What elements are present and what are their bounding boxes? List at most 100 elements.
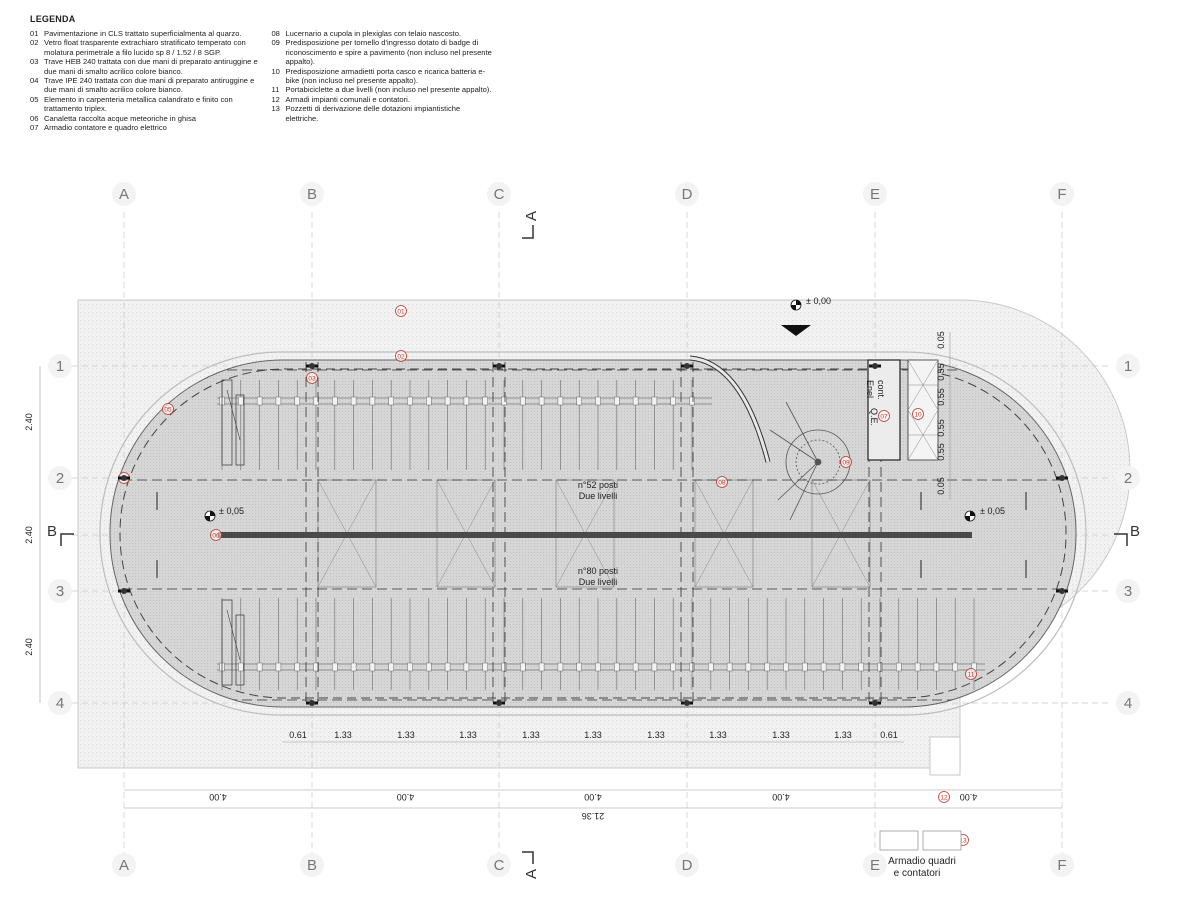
- steel-column: [493, 700, 505, 706]
- section-marker-a-top: A: [522, 211, 540, 239]
- svg-text:A: A: [523, 211, 540, 221]
- legend-item-text: Armadio contatore e quadro elettrico: [44, 123, 167, 133]
- reference-tag: 09: [840, 456, 852, 468]
- bike-icon: [221, 379, 245, 466]
- steel-column: [1056, 588, 1068, 594]
- legend-item: 08 Lucernario a cupola in plexiglas con t…: [271, 29, 500, 38]
- roof-edge: [119, 368, 1067, 699]
- dim-bay-width: 1.33: [647, 730, 665, 740]
- reference-tag-number: 08: [718, 479, 726, 486]
- reference-tag: 01: [395, 305, 407, 317]
- reference-tag-number: 11: [968, 671, 975, 678]
- grid-column-label-bottom: A: [119, 857, 129, 874]
- dim-cabinet: 0.55: [936, 443, 946, 461]
- level-right-label: ± 0,05: [980, 506, 1005, 516]
- legend-item-text: Elemento in carpenteria metallica caland…: [44, 94, 233, 114]
- steel-column: [681, 363, 693, 369]
- electrical-cabinet: cont. Enel Q.E.: [865, 359, 939, 461]
- cabinet-caption-line2: e contatori: [894, 868, 941, 879]
- steel-column: [306, 363, 318, 369]
- legend-item: 09 Predisposizione per tornello d'ingress…: [271, 38, 500, 66]
- level-marker-top: ± 0,00: [790, 296, 831, 311]
- reference-tag-number: 05: [164, 406, 172, 413]
- legend-item-text: Pozzetti di derivazione delle dotazioni …: [285, 104, 461, 123]
- reference-tag: 08: [716, 476, 728, 488]
- dim-cabinet: 0.55: [936, 363, 946, 381]
- steel-column: [869, 363, 881, 369]
- gutter: [218, 532, 972, 538]
- legend-item: 03 Trave HEB 240 trattata con due mani di…: [30, 57, 271, 76]
- reference-tag-number: 01: [397, 308, 405, 315]
- svg-text:B: B: [47, 523, 57, 540]
- legend-item-number: 08: [271, 29, 280, 38]
- grid-column-label-top: C: [494, 186, 505, 203]
- steel-column: [118, 588, 130, 594]
- legend-item-number: 06: [30, 113, 39, 123]
- dim-row-spacing: 2.40: [24, 413, 34, 431]
- dim-cabinet: 0.05: [936, 331, 946, 349]
- lower-capacity-count: n°80 posti: [578, 566, 618, 576]
- legend-item-number: 09: [271, 38, 280, 48]
- reference-tag-number: 02: [397, 353, 405, 360]
- cabinet-caption-line1: Armadio quadri: [888, 856, 956, 867]
- kiosk-label-qe: Q.E.: [869, 408, 879, 426]
- dim-bay-width: 1.33: [334, 730, 352, 740]
- legend-item-number: 05: [30, 94, 39, 104]
- dim-bay-width: 1.33: [834, 730, 852, 740]
- entrance-arrow-icon: [781, 325, 811, 336]
- legend-item-text: Lucernario a cupola in plexiglas con tel…: [285, 29, 462, 38]
- bike-icon: [221, 599, 245, 686]
- dim-bay-width: 1.33: [459, 730, 477, 740]
- cabinet-box-right: [922, 830, 962, 851]
- legend-item-number: 03: [30, 57, 39, 67]
- legend-item-text: Armadi impianti comunali e contatori.: [285, 94, 410, 104]
- grid-column-label-bottom: E: [870, 857, 880, 874]
- dim-column-spacing: 4.00: [584, 792, 602, 802]
- dim-bay-width: 0.61: [289, 730, 307, 740]
- grid-row-label-right: 2: [1124, 470, 1132, 487]
- reference-tag-number: 07: [880, 413, 888, 420]
- reference-tag: 12: [938, 791, 950, 803]
- dim-bay-width: 1.33: [522, 730, 540, 740]
- legend-item-text: Trave IPE 240 trattata con due mani di p…: [44, 76, 255, 95]
- legend-item-text: Trave HEB 240 trattata con due mani di p…: [44, 57, 258, 76]
- legend-column-right: 08 Lucernario a cupola in plexiglas con t…: [271, 29, 500, 132]
- steel-column: [681, 700, 693, 706]
- grid-column-label-top: B: [307, 186, 317, 203]
- dim-bay-width: 0.61: [880, 730, 898, 740]
- legend-item-text: Vetro float trasparente extrachiaro stra…: [44, 38, 246, 57]
- legend-item-number: 11: [271, 85, 280, 95]
- reference-tag-number: 03: [308, 375, 316, 382]
- reference-tag-number: 06: [212, 532, 220, 539]
- section-marker-b-left: B: [47, 523, 74, 546]
- grid-row-label-left: 1: [56, 358, 64, 375]
- glass-perimeter: [99, 351, 1087, 716]
- dim-cabinet: 0.55: [936, 388, 946, 406]
- legend-item-number: 07: [30, 123, 39, 133]
- steel-column: [1056, 475, 1068, 481]
- reference-tags: 01020304050607080910111213: [118, 305, 977, 846]
- lower-capacity-note: Due livelli: [579, 577, 618, 587]
- dim-bay-width: 1.33: [709, 730, 727, 740]
- kiosk-label-cont: cont.: [876, 380, 886, 400]
- grid-row-label-right: 4: [1124, 695, 1132, 712]
- section-marker-b-right: B: [1114, 523, 1140, 546]
- steel-column: [118, 475, 130, 481]
- dim-row-spacing: 2.40: [24, 526, 34, 544]
- grid-column-label-bottom: C: [494, 857, 505, 874]
- dim-column-spacing: 4.00: [209, 792, 227, 802]
- reference-tag-number: 09: [842, 459, 850, 466]
- legend-item-number: 01: [30, 29, 39, 38]
- legend-item-text: Predisposizione per tornello d'ingresso …: [285, 38, 492, 67]
- level-top-label: ± 0,00: [806, 296, 831, 306]
- reference-tag: 02: [395, 350, 407, 362]
- dim-column-spacing: 4.00: [960, 792, 978, 802]
